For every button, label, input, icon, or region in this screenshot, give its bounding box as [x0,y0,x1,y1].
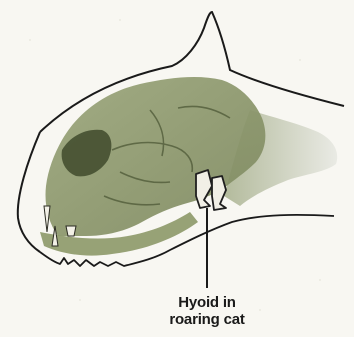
upper-canine [44,206,50,232]
hyoid-label: Hyoid in roaring cat [142,294,272,328]
hyoid-label-line-1: Hyoid in [142,294,272,311]
snout-outline [18,132,40,252]
molar [66,226,76,236]
hyoid-label-line-2: roaring cat [142,311,272,328]
